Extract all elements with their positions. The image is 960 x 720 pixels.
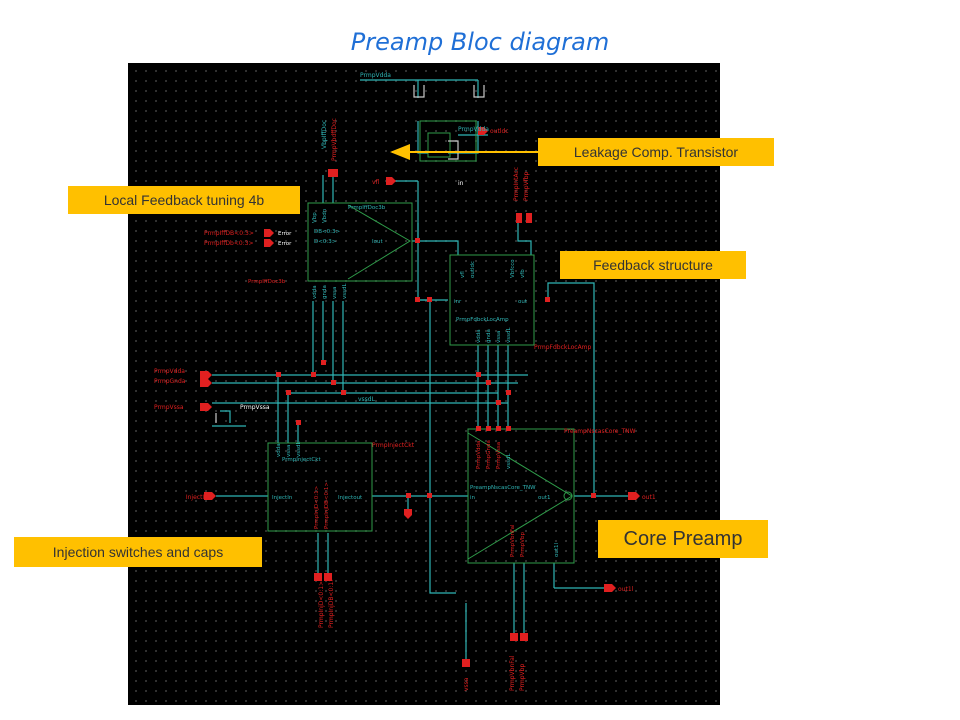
svg-text:PrmpVbnFal: PrmpVbnFal — [509, 655, 516, 691]
svg-text:vdda: vdda — [276, 443, 282, 457]
svg-text:gnda: gnda — [486, 329, 492, 343]
svg-text:PrmpInjD<0:1>: PrmpInjD<0:1> — [318, 581, 325, 628]
schematic-canvas: PrmpVdda PrmpVdda outldc vfl in VbpIffDo… — [128, 63, 720, 705]
svg-text:D<0:3>: D<0:3> — [314, 239, 337, 245]
schematic-drawing: PrmpVdda PrmpVdda outldc vfl in VbpIffDo… — [154, 72, 656, 691]
svg-text:vssdL: vssdL — [296, 441, 302, 457]
svg-text:Vbp: Vbp — [312, 212, 318, 223]
svg-text:Iout: Iout — [372, 239, 383, 245]
svg-text:PrmpVbnFal: PrmpVbnFal — [510, 524, 516, 557]
svg-text:PrmpVssa: PrmpVssa — [496, 442, 502, 469]
svg-text:vdda: vdda — [476, 329, 482, 343]
svg-text:PrmpVdda: PrmpVdda — [476, 441, 482, 469]
leakage-transistor — [215, 85, 485, 423]
svg-text:DB<0:3>: DB<0:3> — [314, 229, 340, 235]
svg-text:vssdL: vssdL — [506, 327, 512, 343]
svg-text:PrmpGnda: PrmpGnda — [486, 440, 492, 469]
svg-text:out1l: out1l — [618, 586, 634, 593]
svg-text:Vbfcco: Vbfcco — [510, 259, 516, 278]
svg-text:in: in — [470, 495, 476, 501]
svg-text:PrmpVfbp: PrmpVfbp — [523, 171, 530, 201]
block-iffdoc — [307, 202, 413, 282]
svg-text:vssdL: vssdL — [358, 396, 376, 403]
svg-text:PrmpVdda: PrmpVdda — [154, 368, 185, 375]
svg-text:VbpIffDoc: VbpIffDoc — [321, 120, 328, 149]
callout-leakage: Leakage Comp. Transistor — [538, 138, 774, 166]
svg-text:vfl: vfl — [460, 271, 466, 278]
svg-text:PrmpInjDB<0:1>: PrmpInjDB<0:1> — [324, 482, 330, 529]
svg-text:PrmpFdbckLocAmp: PrmpFdbckLocAmp — [456, 317, 509, 323]
svg-text:vssa: vssa — [496, 331, 502, 343]
svg-text:out: out — [518, 299, 528, 305]
svg-text:InjectIn: InjectIn — [272, 495, 293, 501]
svg-text:PrmpIntAcc: PrmpIntAcc — [513, 167, 520, 201]
callout-core-preamp: Core Preamp — [598, 520, 768, 558]
svg-text:PrmpFdbckLocAmp: PrmpFdbckLocAmp — [534, 344, 592, 351]
svg-text:PrmpIffDoc3b: PrmpIffDoc3b — [248, 279, 286, 285]
svg-text:PreampNscasCore_TNW: PreampNscasCore_TNW — [564, 428, 636, 435]
block-inject — [267, 442, 373, 532]
svg-text:PrmpInjectCkt: PrmpInjectCkt — [372, 442, 415, 449]
pins — [200, 127, 640, 667]
svg-text:vssdL: vssdL — [342, 283, 348, 299]
svg-text:out1l: out1l — [554, 542, 560, 557]
svg-text:vssa: vssa — [332, 287, 338, 299]
svg-text:PrmpInjDB<0:1>: PrmpInjDB<0:1> — [328, 577, 335, 628]
svg-text:Injectout: Injectout — [338, 495, 363, 501]
callout-feedback-structure: Feedback structure — [560, 251, 746, 279]
callout-local-feedback: Local Feedback tuning 4b — [68, 186, 300, 214]
block-outlines — [267, 120, 575, 564]
svg-text:PrmpIffDb<0:3>: PrmpIffDb<0:3> — [204, 240, 254, 247]
svg-text:outldc: outldc — [470, 261, 476, 278]
svg-text:PrmpInjectCkt: PrmpInjectCkt — [282, 457, 321, 463]
svg-text:Vbdn: Vbdn — [322, 208, 328, 223]
page-title: Preamp Bloc diagram — [350, 28, 610, 56]
svg-text:outldc: outldc — [490, 128, 509, 135]
svg-text:vfl: vfl — [372, 179, 380, 186]
svg-text:PrmpGnda: PrmpGnda — [154, 378, 186, 385]
callout-injection: Injection switches and caps — [14, 537, 262, 567]
svg-text:vssa: vssa — [286, 445, 292, 457]
core-output-bubble — [563, 491, 573, 501]
svg-text:PrmpVdda: PrmpVdda — [360, 72, 391, 79]
net-labels: PrmpVdda PrmpVdda outldc vfl in VbpIffDo… — [154, 72, 656, 691]
block-core — [467, 428, 575, 564]
svg-text:vssdL: vssdL — [506, 453, 512, 469]
svg-text:vdda: vdda — [312, 285, 318, 299]
block-pin-labels: PrmpIffDoc3b PrmpIffDoc3b DB<0:3> D<0:3>… — [248, 205, 560, 557]
svg-text:gnda: gnda — [322, 285, 328, 299]
svg-text:Error: Error — [278, 241, 292, 247]
svg-text:PrmpIffDB<0:3>: PrmpIffDB<0:3> — [204, 230, 254, 237]
svg-text:in: in — [458, 180, 464, 187]
svg-text:PrmpVdda: PrmpVdda — [458, 126, 489, 133]
wires — [212, 79, 628, 663]
junction-dots — [276, 238, 596, 498]
svg-text:InjectIn: InjectIn — [186, 494, 208, 501]
svg-text:Error: Error — [278, 231, 292, 237]
svg-text:PrmpVbp: PrmpVbp — [519, 664, 526, 691]
svg-text:PreampNscasCore_TNW: PreampNscasCore_TNW — [470, 485, 536, 491]
svg-text:PrmpIffDoc3b: PrmpIffDoc3b — [348, 205, 386, 211]
svg-text:PrmpInjD<0:1>: PrmpInjD<0:1> — [314, 485, 320, 529]
svg-text:vfb: vfb — [520, 269, 526, 278]
svg-text:PrmpVbdffDoc: PrmpVbdffDoc — [331, 118, 338, 161]
svg-text:PrmpVssa: PrmpVssa — [240, 404, 270, 411]
svg-text:vssa: vssa — [463, 677, 470, 691]
svg-text:PrmpVbp: PrmpVbp — [520, 532, 526, 557]
block-fdbck — [449, 254, 535, 346]
svg-text:inr: inr — [454, 299, 462, 305]
svg-text:out1: out1 — [538, 495, 551, 501]
svg-text:out1: out1 — [642, 494, 656, 501]
svg-text:PrmpVssa: PrmpVssa — [154, 404, 184, 411]
